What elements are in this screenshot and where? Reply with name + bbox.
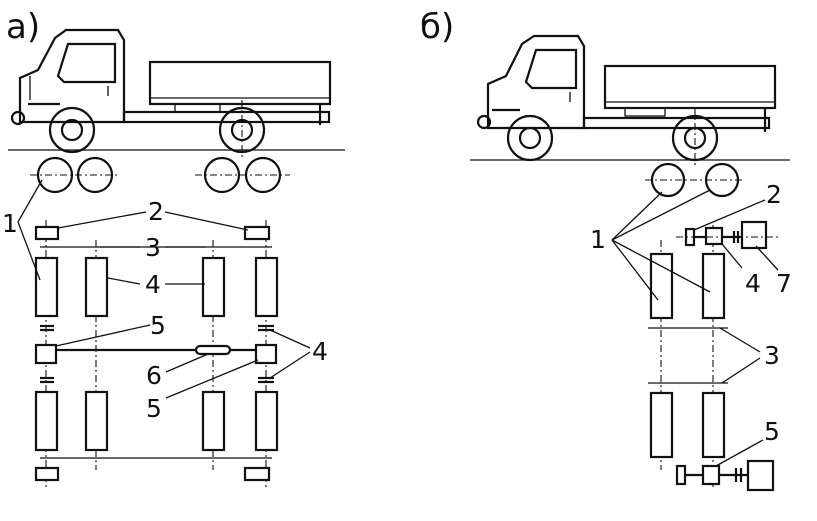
roller-b-lower-1: [649, 391, 674, 459]
front-wheel-b: [506, 114, 554, 162]
roller-b-upper-2: [701, 252, 726, 320]
cab-window: [56, 42, 117, 84]
front-wheel: [48, 106, 96, 154]
roller-upper-4: [254, 256, 279, 318]
chassis-frame: [122, 110, 331, 124]
fuel-tank: [174, 103, 221, 113]
roller-lower-2: [84, 390, 109, 452]
coupling-top-right: [243, 225, 271, 241]
callout-b-2: 2: [766, 180, 782, 209]
callout-2: 2: [148, 197, 164, 226]
leader-lines-a: [17, 179, 311, 399]
roller-upper-3: [201, 256, 226, 318]
callout-3: 3: [145, 233, 161, 262]
cab: [18, 28, 126, 124]
leader-lines-b: [611, 189, 779, 467]
shaft-clutch: [194, 344, 232, 356]
roller-upper-1: [34, 256, 59, 318]
cab-window-b: [524, 48, 578, 90]
panel-a-label: а): [6, 7, 40, 47]
callout-5-lower: 5: [146, 394, 162, 423]
cab-b: [486, 34, 586, 130]
callout-b-7: 7: [776, 269, 792, 298]
coupling-bottom-left: [34, 466, 60, 482]
motor-top: [740, 220, 768, 250]
gearbox-right: [254, 343, 278, 365]
front-hub-b: [518, 126, 542, 150]
callout-6: 6: [146, 361, 162, 390]
gearbox-b-top: [704, 226, 724, 246]
fuel-tank-b: [624, 107, 666, 117]
roller-b-lower-2: [701, 391, 726, 459]
roller-lower-3: [201, 390, 226, 452]
roller-schematic-b: 1 2 4 7 3 5: [590, 180, 792, 492]
roller-schematic-a: 1 2 3 4 5 4 6 5: [2, 179, 328, 490]
panel-a: а): [2, 7, 345, 490]
truck-a-illustration: [8, 28, 345, 194]
roller-lower-1: [34, 390, 59, 452]
callout-4: 4: [145, 270, 161, 299]
front-hub: [60, 118, 84, 142]
motor-bottom: [746, 459, 775, 492]
truck-b-illustration: [470, 34, 790, 198]
callout-b-3: 3: [764, 341, 780, 370]
callout-b-4: 4: [745, 269, 761, 298]
coupling-top-left: [34, 225, 60, 241]
gearbox-b-bottom: [701, 464, 721, 486]
roller-b-upper-1: [649, 252, 674, 320]
roller-lower-4: [254, 390, 279, 452]
callout-b-5: 5: [764, 417, 780, 446]
panel-b-label: б): [420, 7, 454, 47]
cargo-body: [148, 60, 332, 106]
headlight-b: [476, 114, 492, 130]
gearbox-left: [34, 343, 58, 365]
headlight: [10, 110, 26, 126]
panel-b: б): [420, 7, 792, 492]
callout-1: 1: [2, 209, 18, 238]
cargo-body-b: [603, 64, 777, 110]
brake-disc-bottom: [675, 464, 687, 486]
callout-5: 5: [150, 311, 166, 340]
coupling-bottom-right: [243, 466, 271, 482]
callout-b-1: 1: [590, 225, 606, 254]
roller-upper-2: [84, 256, 109, 318]
callout-4-right: 4: [312, 337, 328, 366]
